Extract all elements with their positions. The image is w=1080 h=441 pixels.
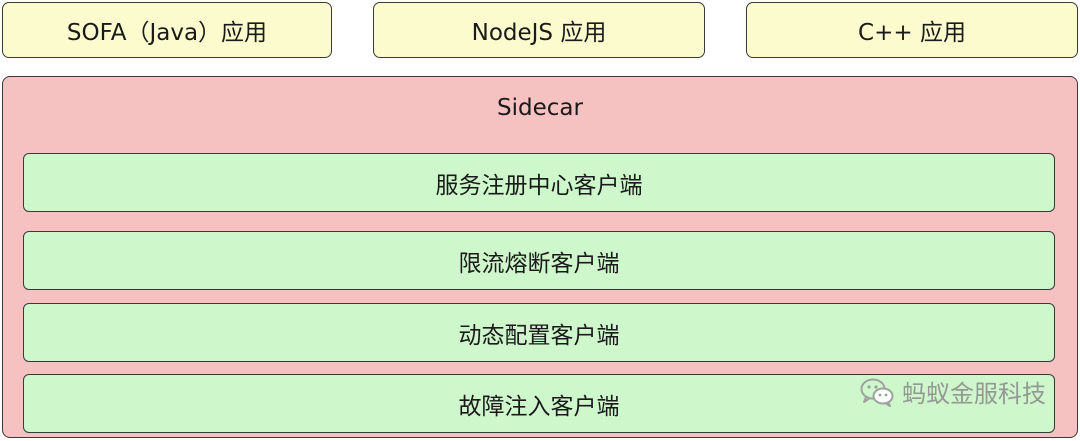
client-label: 限流熔断客户端 <box>458 250 620 277</box>
client-label: 服务注册中心客户端 <box>435 172 643 199</box>
client-box-rate-limit-circuit-breaker: 限流熔断客户端 <box>23 231 1055 290</box>
app-label: NodeJS 应用 <box>471 20 607 46</box>
watermark: 蚂蚁金服科技 <box>860 374 1046 409</box>
client-box-service-registry: 服务注册中心客户端 <box>23 153 1055 212</box>
client-label: 故障注入客户端 <box>458 393 620 420</box>
app-box-cpp: C++ 应用 <box>746 2 1078 58</box>
watermark-text: 蚂蚁金服科技 <box>902 380 1046 408</box>
client-label: 动态配置客户端 <box>458 322 620 349</box>
app-box-nodejs: NodeJS 应用 <box>373 2 705 58</box>
app-label: C++ 应用 <box>858 20 966 46</box>
client-box-dynamic-config: 动态配置客户端 <box>23 303 1055 362</box>
sidecar-container: Sidecar 服务注册中心客户端 限流熔断客户端 动态配置客户端 故障注入客户… <box>2 76 1078 438</box>
sidecar-title: Sidecar <box>497 95 583 121</box>
app-box-sofa-java: SOFA（Java）应用 <box>2 2 332 58</box>
wechat-icon <box>860 378 894 407</box>
app-label: SOFA（Java）应用 <box>66 20 268 46</box>
